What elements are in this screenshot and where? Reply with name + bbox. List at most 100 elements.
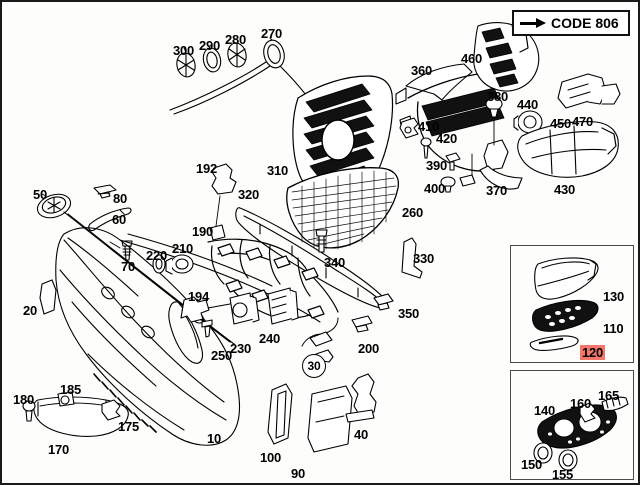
callout-220[interactable]: 220 bbox=[146, 248, 168, 263]
bumper-cover-outline bbox=[55, 227, 321, 446]
callout-370[interactable]: 370 bbox=[486, 183, 508, 198]
callout-155[interactable]: 155 bbox=[552, 467, 574, 482]
wiring-harness-art bbox=[207, 238, 339, 319]
callout-130[interactable]: 130 bbox=[603, 289, 625, 304]
callout-230[interactable]: 230 bbox=[230, 341, 252, 356]
callout-50[interactable]: 50 bbox=[33, 187, 48, 202]
crash-bar-art bbox=[395, 63, 523, 190]
clip-350-art bbox=[373, 293, 394, 311]
callout-430[interactable]: 430 bbox=[554, 182, 576, 197]
screw-165-art bbox=[601, 396, 629, 412]
screw-250-art bbox=[201, 319, 213, 338]
callout-300[interactable]: 300 bbox=[173, 43, 195, 58]
tow-hook-cover-art bbox=[557, 73, 621, 109]
callout-110[interactable]: 110 bbox=[603, 321, 624, 336]
callout-470[interactable]: 470 bbox=[572, 114, 594, 129]
callout-80[interactable]: 80 bbox=[113, 191, 128, 206]
emblem-rings-art bbox=[169, 39, 315, 115]
radiator-grille-art bbox=[286, 167, 400, 250]
callout-90[interactable]: 90 bbox=[291, 466, 306, 481]
callout-192[interactable]: 192 bbox=[196, 161, 218, 176]
callout-350[interactable]: 350 bbox=[398, 306, 420, 321]
callout-120[interactable]: 120 bbox=[580, 345, 606, 360]
callout-450[interactable]: 450 bbox=[550, 116, 572, 131]
callout-400[interactable]: 400 bbox=[424, 181, 446, 196]
bracket-192-art bbox=[211, 163, 237, 195]
callout-280[interactable]: 280 bbox=[225, 32, 247, 47]
callout-240[interactable]: 240 bbox=[259, 331, 281, 346]
screw-340-art bbox=[315, 229, 328, 253]
callout-380[interactable]: 380 bbox=[487, 89, 509, 104]
callout-60[interactable]: 60 bbox=[112, 212, 127, 227]
callout-160[interactable]: 160 bbox=[570, 396, 592, 411]
callout-200[interactable]: 200 bbox=[358, 341, 380, 356]
trim-60-art bbox=[88, 207, 132, 232]
bracket-410-art bbox=[399, 117, 419, 139]
right-arrow-icon bbox=[520, 18, 546, 28]
code-label: CODE 806 bbox=[551, 15, 619, 31]
callout-260[interactable]: 260 bbox=[402, 205, 424, 220]
panel-90-art bbox=[307, 385, 353, 453]
parking-sensor-art bbox=[165, 254, 194, 275]
impact-absorber-art bbox=[517, 121, 619, 178]
sensor-ring-art bbox=[152, 254, 166, 274]
callout-70[interactable]: 70 bbox=[121, 259, 136, 274]
grille-frame-130-art bbox=[534, 257, 599, 300]
clip-160-art bbox=[579, 402, 596, 423]
fog-ring-150-art bbox=[533, 442, 553, 464]
fog-lamp-panel bbox=[510, 370, 634, 480]
grille-insert-110-art bbox=[531, 299, 599, 332]
bracket-20-art bbox=[39, 279, 57, 315]
grommet-400-art bbox=[440, 176, 456, 193]
callout-390[interactable]: 390 bbox=[426, 158, 448, 173]
callout-140[interactable]: 140 bbox=[534, 403, 556, 418]
callout-330[interactable]: 330 bbox=[413, 251, 435, 266]
callout-420[interactable]: 420 bbox=[436, 131, 458, 146]
bracket-370-art bbox=[459, 174, 476, 187]
panel-100-art bbox=[267, 383, 293, 445]
screw-70-art bbox=[121, 240, 133, 261]
callout-320[interactable]: 320 bbox=[238, 187, 260, 202]
callout-150[interactable]: 150 bbox=[521, 457, 543, 472]
connector-190-art bbox=[209, 224, 226, 241]
callout-20[interactable]: 20 bbox=[23, 303, 38, 318]
control-module-art bbox=[229, 292, 260, 325]
fog-bezel-155-art bbox=[558, 449, 578, 471]
screw-180-art bbox=[22, 400, 36, 422]
clip-200-art bbox=[351, 315, 373, 333]
callout-185[interactable]: 185 bbox=[60, 382, 82, 397]
callout-290[interactable]: 290 bbox=[199, 38, 221, 53]
callout-40[interactable]: 40 bbox=[354, 427, 369, 442]
grille-insert-panel bbox=[510, 245, 634, 363]
trim-strip-120-art bbox=[529, 335, 579, 351]
grommet-380-art bbox=[485, 97, 503, 146]
bracket-460-art bbox=[473, 22, 540, 92]
callout-360[interactable]: 360 bbox=[411, 63, 433, 78]
callout-210[interactable]: 210 bbox=[172, 241, 194, 256]
clip-80-art bbox=[93, 184, 117, 199]
clip-390-art bbox=[445, 152, 461, 171]
callout-410[interactable]: 410 bbox=[418, 119, 440, 134]
bracket-330-art bbox=[401, 237, 423, 279]
callout-190[interactable]: 190 bbox=[192, 224, 214, 239]
callout-340[interactable]: 340 bbox=[324, 255, 346, 270]
nutclip-185-art bbox=[57, 391, 75, 407]
bracket-40-art bbox=[345, 373, 377, 423]
callout-460[interactable]: 460 bbox=[461, 51, 483, 66]
callout-175[interactable]: 175 bbox=[118, 419, 140, 434]
screw-420-art bbox=[420, 137, 432, 159]
holder-194-art bbox=[180, 296, 210, 323]
callout-440[interactable]: 440 bbox=[517, 97, 539, 112]
callout-165[interactable]: 165 bbox=[598, 388, 620, 403]
callout-170[interactable]: 170 bbox=[48, 442, 70, 457]
callout-250[interactable]: 250 bbox=[211, 348, 233, 363]
callout-100[interactable]: 100 bbox=[260, 450, 282, 465]
callout-310[interactable]: 310 bbox=[267, 163, 289, 178]
callout-180[interactable]: 180 bbox=[13, 392, 35, 407]
callout-270[interactable]: 270 bbox=[261, 26, 283, 41]
callout-194[interactable]: 194 bbox=[188, 289, 210, 304]
callout-10[interactable]: 10 bbox=[207, 431, 222, 446]
callout-30[interactable]: 30 bbox=[302, 354, 326, 378]
